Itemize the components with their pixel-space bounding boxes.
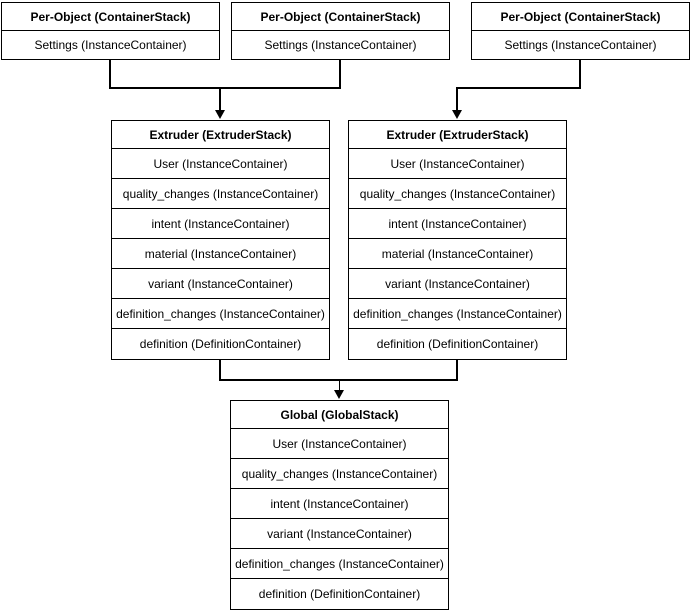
edge-per-object-3-to-extruder-2-vertical-segment bbox=[579, 60, 581, 89]
node-extruder-2-row-quality-changes: quality_changes (InstanceContainer) bbox=[349, 178, 566, 208]
node-per-object-2: Per-Object (ContainerStack) Settings (In… bbox=[231, 2, 450, 60]
node-extruder-2-row-intent: intent (InstanceContainer) bbox=[349, 208, 566, 238]
node-per-object-1-title: Per-Object (ContainerStack) bbox=[30, 9, 191, 24]
node-extruder-2: Extruder (ExtruderStack) User (InstanceC… bbox=[348, 120, 567, 360]
node-extruder-1: Extruder (ExtruderStack) User (InstanceC… bbox=[111, 120, 330, 360]
node-per-object-3: Per-Object (ContainerStack) Settings (In… bbox=[471, 2, 690, 60]
edge-to-extruder-2-arrow-shaft bbox=[456, 87, 458, 111]
node-extruder-1-row-definition-changes: definition_changes (InstanceContainer) bbox=[112, 298, 329, 328]
node-extruder-2-row-definition-changes: definition_changes (InstanceContainer) bbox=[349, 298, 566, 328]
node-extruder-1-row-intent: intent (InstanceContainer) bbox=[112, 208, 329, 238]
node-global-row-intent: intent (InstanceContainer) bbox=[231, 488, 448, 518]
node-extruder-2-row-material: material (InstanceContainer) bbox=[349, 238, 566, 268]
node-extruder-2-row-variant: variant (InstanceContainer) bbox=[349, 268, 566, 298]
edge-to-global-arrow-shaft bbox=[338, 379, 341, 391]
node-extruder-1-row-variant: variant (InstanceContainer) bbox=[112, 268, 329, 298]
edge-to-extruder-1-arrow-shaft bbox=[219, 87, 221, 111]
node-global: Global (GlobalStack) User (InstanceConta… bbox=[230, 400, 449, 610]
node-global-row-variant: variant (InstanceContainer) bbox=[231, 518, 448, 548]
edge-to-extruder-2-arrowhead-icon bbox=[452, 110, 462, 119]
node-extruder-1-title: Extruder (ExtruderStack) bbox=[149, 127, 292, 142]
node-global-row-definition: definition (DefinitionContainer) bbox=[231, 578, 448, 608]
node-per-object-1-row-settings: Settings (InstanceContainer) bbox=[2, 30, 219, 58]
node-extruder-1-row-quality-changes: quality_changes (InstanceContainer) bbox=[112, 178, 329, 208]
node-extruder-2-row-definition: definition (DefinitionContainer) bbox=[349, 328, 566, 358]
node-global-title: Global (GlobalStack) bbox=[280, 407, 399, 422]
edge-per-object-1-to-extruder-1-vertical-segment bbox=[109, 60, 111, 89]
edge-merge-horizontal-segment-top bbox=[109, 87, 341, 89]
edge-per-object-3-to-extruder-2-horizontal-segment bbox=[456, 87, 581, 89]
edge-to-extruder-1-arrowhead-icon bbox=[215, 110, 225, 119]
node-global-row-quality-changes: quality_changes (InstanceContainer) bbox=[231, 458, 448, 488]
node-per-object-3-title: Per-Object (ContainerStack) bbox=[500, 9, 661, 24]
node-per-object-1: Per-Object (ContainerStack) Settings (In… bbox=[1, 2, 220, 60]
edge-to-global-arrowhead-icon bbox=[334, 390, 344, 399]
node-global-row-definition-changes: definition_changes (InstanceContainer) bbox=[231, 548, 448, 578]
node-extruder-1-row-user: User (InstanceContainer) bbox=[112, 148, 329, 178]
node-extruder-2-row-user: User (InstanceContainer) bbox=[349, 148, 566, 178]
node-global-row-user: User (InstanceContainer) bbox=[231, 428, 448, 458]
node-extruder-1-row-material: material (InstanceContainer) bbox=[112, 238, 329, 268]
node-per-object-2-row-settings: Settings (InstanceContainer) bbox=[232, 30, 449, 58]
node-extruder-1-row-definition: definition (DefinitionContainer) bbox=[112, 328, 329, 358]
node-extruder-2-title: Extruder (ExtruderStack) bbox=[386, 127, 529, 142]
node-per-object-2-title: Per-Object (ContainerStack) bbox=[260, 9, 421, 24]
edge-extruder-2-to-global-vertical-segment bbox=[456, 360, 458, 381]
edge-per-object-2-to-extruder-1-vertical-segment bbox=[339, 60, 341, 89]
node-per-object-3-row-settings: Settings (InstanceContainer) bbox=[472, 30, 689, 58]
edge-merge-horizontal-segment-bottom bbox=[219, 379, 458, 381]
edge-extruder-1-to-global-vertical-segment bbox=[219, 360, 221, 381]
